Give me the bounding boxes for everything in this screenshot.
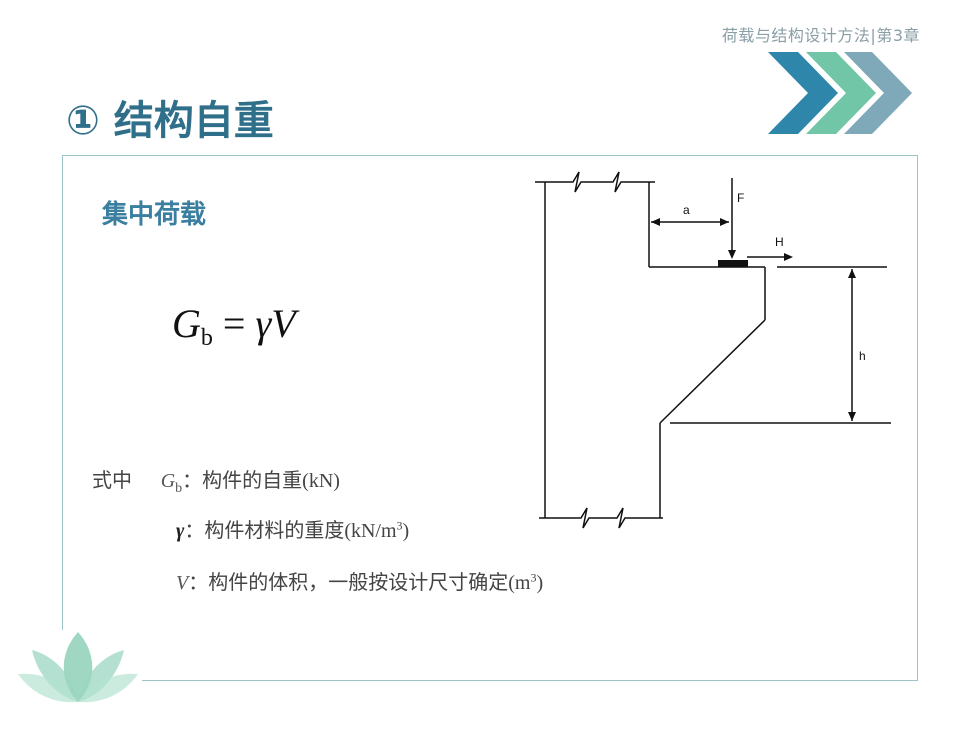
definition-colon: ： <box>182 468 203 492</box>
h-dimension-arrow-top <box>848 269 856 278</box>
structural-diagram: a F H h <box>535 171 891 529</box>
definition-row-2: γ：构件材料的重度(kN/m3) <box>176 514 409 543</box>
content-frame <box>62 155 918 681</box>
definition-text: 构件材料的重度 <box>204 518 345 542</box>
definition-symbol: γ <box>176 520 185 542</box>
chapter-title: 荷载与结构设计方法|第3章 <box>721 26 920 45</box>
self-weight-formula: Gb = γV <box>172 300 296 352</box>
definition-colon: ： <box>184 518 205 542</box>
formula-lhs-symbol: G <box>172 301 201 346</box>
lotus-icon <box>18 632 138 703</box>
definition-symbol: Gb <box>160 470 183 496</box>
chevron-3 <box>844 52 912 134</box>
definition-text: 构件的体积，一般按设计尺寸确定 <box>208 570 509 594</box>
corbel-slope <box>659 319 766 424</box>
a-dimension-arrow-left <box>651 218 660 226</box>
h-dimension-arrow-bottom <box>848 412 856 421</box>
formula-lhs-subscript: b <box>200 325 213 351</box>
bottom-break-line <box>539 507 663 529</box>
definition-unit: (kN/m3) <box>344 518 410 542</box>
label-h-force: H <box>775 235 784 249</box>
section-title: 集中荷载 <box>102 200 207 230</box>
label-a: a <box>683 203 690 217</box>
definition-unit: (m3) <box>508 570 544 594</box>
label-h-height: h <box>859 349 866 363</box>
definition-prefix: 式中 <box>92 468 132 492</box>
definition-symbol: V <box>176 572 189 594</box>
definition-unit: (kN) <box>302 470 340 492</box>
label-f: F <box>737 191 744 205</box>
slide-title: ① 结构自重 <box>66 98 274 144</box>
definition-row-3: V：构件的体积，一般按设计尺寸确定(m3) <box>176 566 543 595</box>
chevron-2 <box>806 52 876 134</box>
chevron-1 <box>768 52 838 134</box>
definition-text: 构件的自重 <box>202 468 303 492</box>
top-break-line <box>535 171 655 193</box>
definition-row-1: 式中 Gb：构件的自重(kN) <box>92 464 340 497</box>
f-arrow-head <box>728 250 736 259</box>
definition-colon: ： <box>188 570 209 594</box>
formula-rhs: γV <box>255 301 296 346</box>
bearing-plate <box>718 260 748 267</box>
a-dimension-arrow-right <box>720 218 729 226</box>
chevron-right-icon <box>768 52 912 134</box>
formula-operator: = <box>222 301 246 346</box>
h-arrow-head <box>784 253 793 261</box>
